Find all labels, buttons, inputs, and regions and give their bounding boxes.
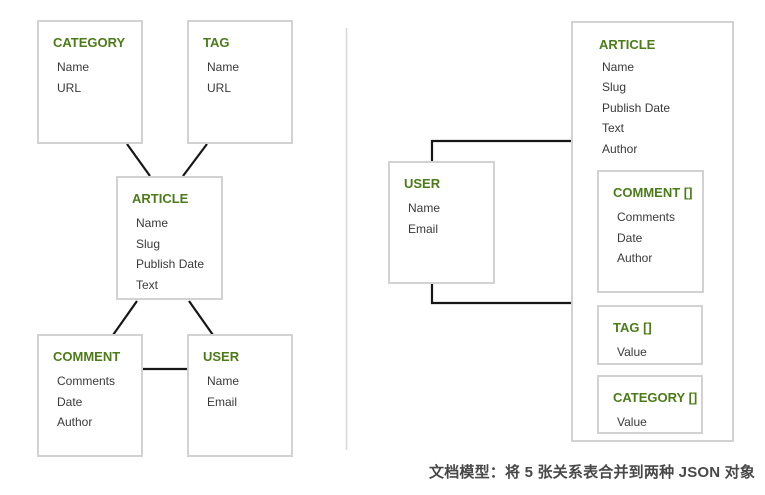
entity-category: CATEGORY Name URL [37,20,143,144]
entity-title: COMMENT [] [613,185,693,200]
entity-article: ARTICLE Name Slug Publish Date Text [116,176,223,300]
entity-title: ARTICLE [132,191,189,206]
field-slug: Slug [136,236,161,251]
entity-tag: TAG Name URL [187,20,293,144]
field-value: Value [617,345,647,359]
entity-title: TAG [] [613,320,652,335]
field-author: Author [602,141,638,156]
entity-title: ARTICLE [599,37,656,52]
field-name: Name [602,60,635,74]
field-publish-date: Publish Date [602,100,671,115]
entity-user-document: USER Name Email [388,161,495,284]
field-author: Author [617,251,653,265]
entity-category-array: CATEGORY [] Value [597,375,703,434]
field-text: Text [602,121,625,136]
entity-comment-array: COMMENT [] Comments Date Author [597,170,704,293]
entity-tag-array: TAG [] Value [597,305,703,365]
field-date: Date [617,230,643,245]
field-url: URL [207,80,232,95]
field-name: Name [207,374,240,388]
field-author: Author [57,415,93,429]
entity-title: COMMENT [53,349,121,364]
field-email: Email [207,394,238,409]
field-publish-date: Publish Date [136,257,205,271]
field-slug: Slug [602,80,627,95]
field-name: Name [408,201,441,215]
diagram-caption: 文档模型：将 5 张关系表合并到两种 JSON 对象 [429,464,756,481]
edge-category-article [126,143,151,177]
entity-title: USER [203,349,240,364]
field-value: Value [617,415,647,429]
entity-title: USER [404,176,441,191]
field-name: Name [136,216,169,230]
entity-title: CATEGORY [53,35,126,50]
edge-article-user [188,300,214,336]
field-name: Name [57,60,90,74]
edge-article-comment [112,300,138,336]
edge-user-article-top [430,139,571,161]
field-name: Name [207,60,240,74]
entity-comment: COMMENT Comments Date Author [37,334,143,457]
edge-tag-article [182,143,208,177]
field-comments: Comments [57,374,116,388]
entity-user: USER Name Email [187,334,293,457]
field-date: Date [57,394,83,409]
field-comments: Comments [617,210,676,224]
field-text: Text [136,277,159,292]
entity-title: TAG [203,35,230,50]
entity-title: CATEGORY [] [613,390,698,405]
edge-user-article-bottom [430,283,572,305]
field-url: URL [57,80,82,95]
field-email: Email [408,221,439,236]
